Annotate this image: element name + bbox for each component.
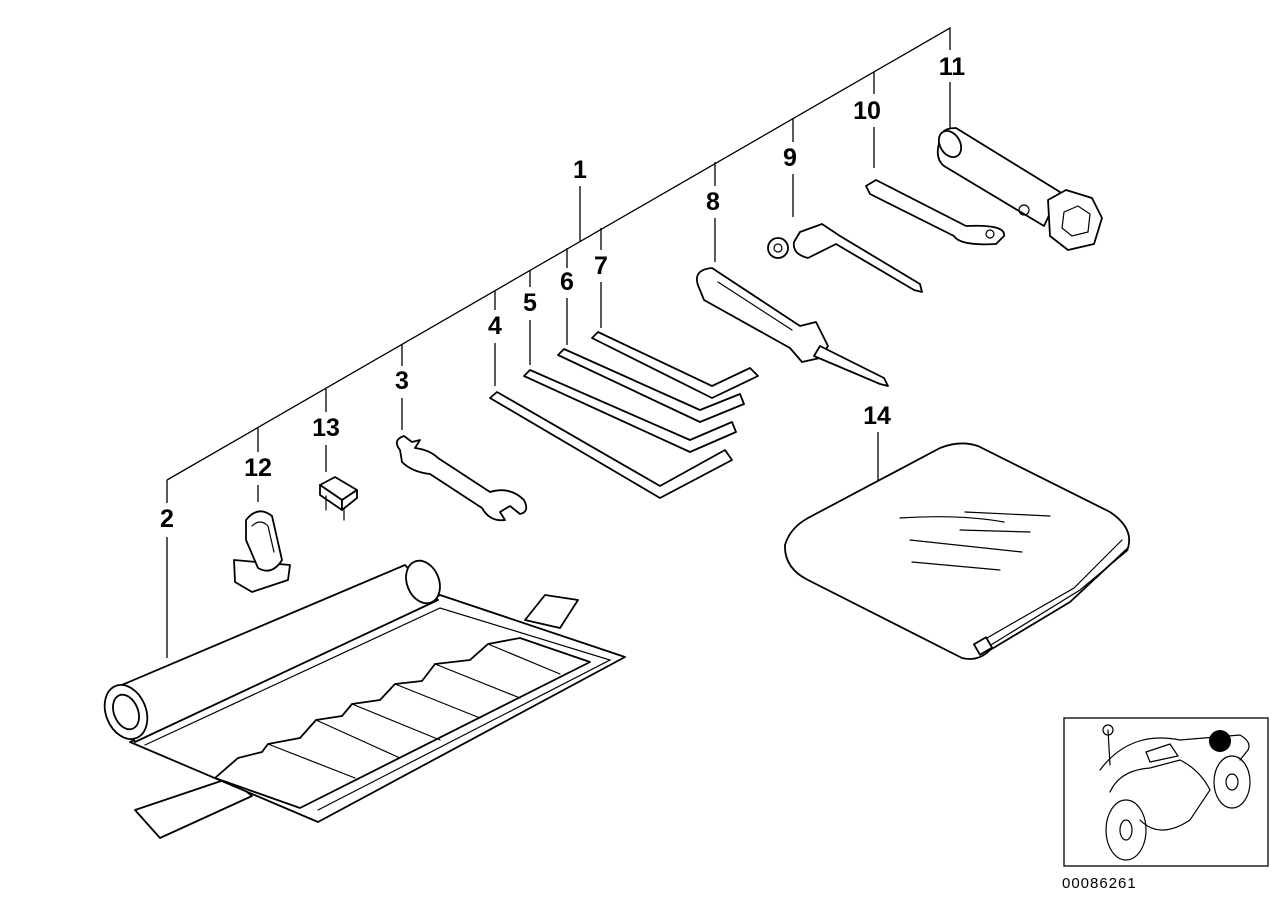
callout-6: 6: [560, 268, 574, 296]
callout-11: 11: [939, 53, 966, 81]
callout-14: 14: [863, 402, 891, 430]
hex-key-7-icon: [591, 331, 759, 399]
callout-13: 13: [312, 414, 340, 442]
callout-10: 10: [853, 97, 881, 125]
spark-plug-wrench-icon: [936, 127, 1103, 251]
hex-key-5-icon: [523, 369, 737, 453]
tool-pouch-icon: [784, 442, 1131, 660]
callout-12: 12: [244, 454, 272, 482]
tool-roll-bag-icon: [103, 559, 626, 839]
motorcycle-locator-icon: [1063, 717, 1269, 867]
hex-keys: [489, 331, 759, 499]
hex-key-4-icon: [489, 391, 733, 499]
fuse-icon: [319, 476, 358, 521]
callout-2: 2: [160, 505, 174, 533]
clip-holder-icon: [233, 510, 291, 593]
callout-7: 7: [594, 252, 608, 280]
callout-4: 4: [488, 312, 502, 340]
drawing-number: 00086261: [1062, 875, 1137, 892]
hex-key-6-icon: [557, 348, 745, 423]
location-marker: [1209, 730, 1231, 752]
callout-5: 5: [523, 289, 537, 317]
callout-3: 3: [395, 367, 409, 395]
open-end-wrench-icon: [395, 435, 528, 522]
callout-9: 9: [783, 144, 797, 172]
callout-1: 1: [573, 156, 587, 184]
callout-labels: 1 2 3 4 5 6 7 8 9 10 11 12 13 14: [160, 53, 965, 533]
screwdriver-icon: [696, 267, 889, 387]
leader-lines: [166, 26, 951, 658]
callout-8: 8: [706, 188, 720, 216]
socket-wrench-icon: [767, 223, 923, 293]
tommy-bar-icon: [865, 179, 1005, 246]
